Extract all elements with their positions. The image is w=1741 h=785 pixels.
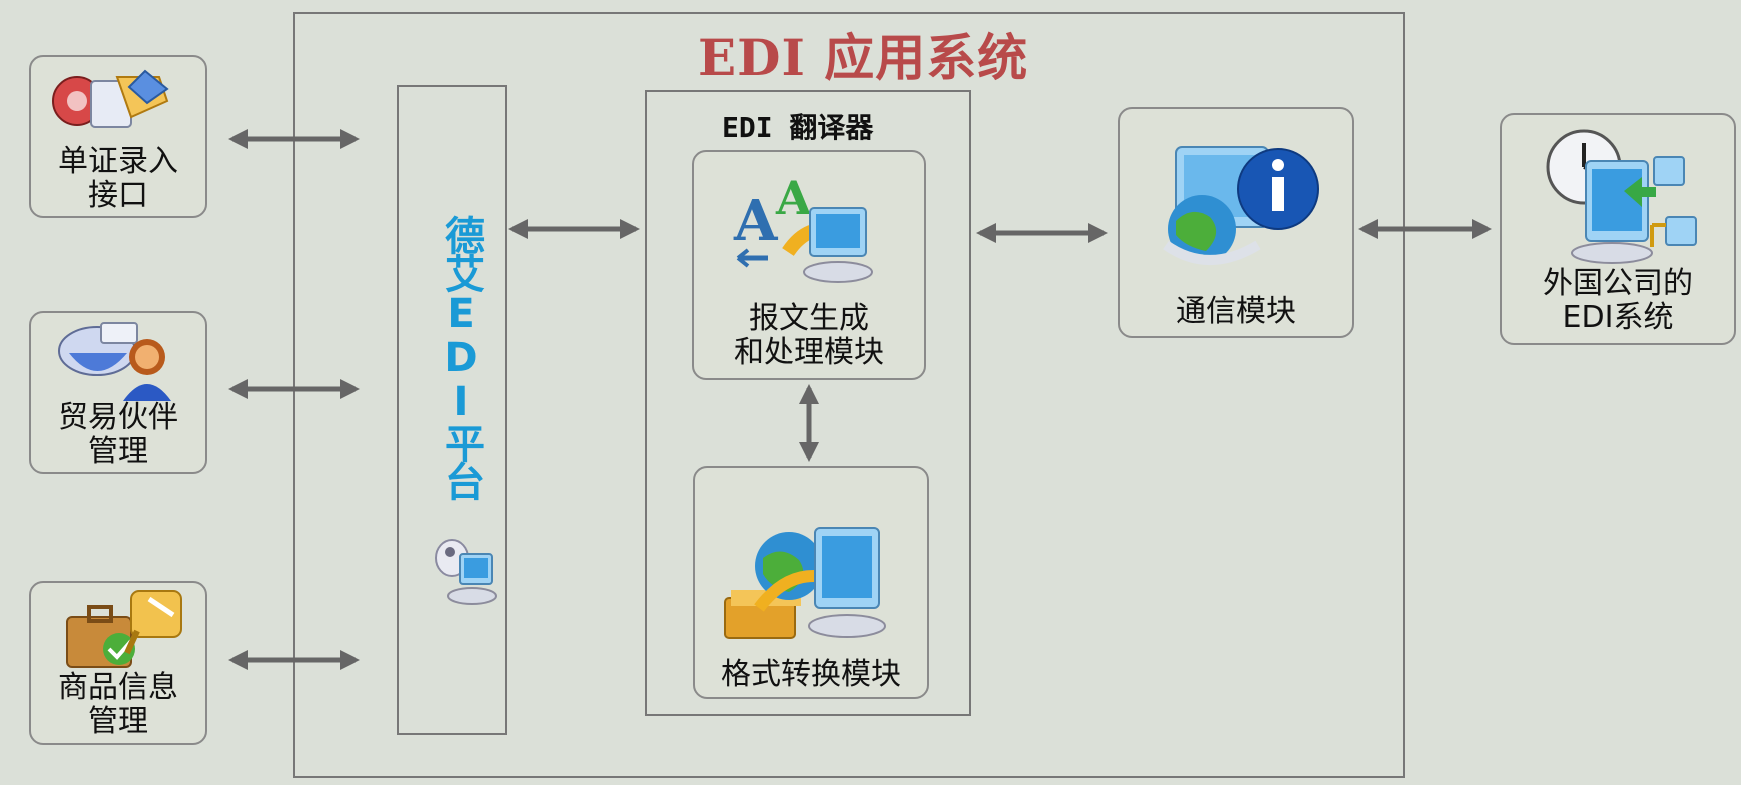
- message-generate-icon: A A: [728, 162, 888, 296]
- product-info-module[interactable]: 商品信息 管理: [29, 581, 207, 745]
- message-generate-module[interactable]: A A 报文生成 和处理模块: [692, 150, 926, 380]
- external-network-icon: [1542, 121, 1712, 275]
- partner-icon: [47, 317, 187, 407]
- format-convert-icon: [719, 508, 899, 662]
- diagram-title: EDI 应用系统: [698, 28, 1029, 87]
- product-info-label: 商品信息 管理: [58, 670, 178, 739]
- document-entry-icon: [47, 61, 187, 145]
- platform-label: 德艾EDI平台: [438, 215, 484, 499]
- svg-text:A: A: [775, 171, 813, 225]
- translator-label: EDI 翻译器: [722, 111, 874, 144]
- communication-icon: [1148, 125, 1328, 279]
- format-convert-module[interactable]: 格式转换模块: [693, 466, 929, 699]
- communication-label: 通信模块: [1176, 294, 1296, 329]
- edi-translator-frame: [645, 90, 971, 716]
- platform-computer-icon: [430, 530, 500, 614]
- edi-platform-column: [397, 85, 507, 735]
- external-edi-system[interactable]: 外国公司的 EDI系统: [1500, 113, 1736, 345]
- communication-module[interactable]: 通信模块: [1118, 107, 1354, 338]
- document-entry-label: 单证录入 接口: [58, 144, 178, 213]
- trade-partner-label: 贸易伙伴 管理: [58, 400, 178, 469]
- external-system-label: 外国公司的 EDI系统: [1543, 266, 1693, 335]
- format-convert-label: 格式转换模块: [721, 657, 901, 692]
- message-generate-label: 报文生成 和处理模块: [734, 301, 884, 370]
- trade-partner-module[interactable]: 贸易伙伴 管理: [29, 311, 207, 474]
- product-icon: [53, 585, 193, 679]
- svg-text:A: A: [733, 188, 779, 254]
- document-entry-module[interactable]: 单证录入 接口: [29, 55, 207, 218]
